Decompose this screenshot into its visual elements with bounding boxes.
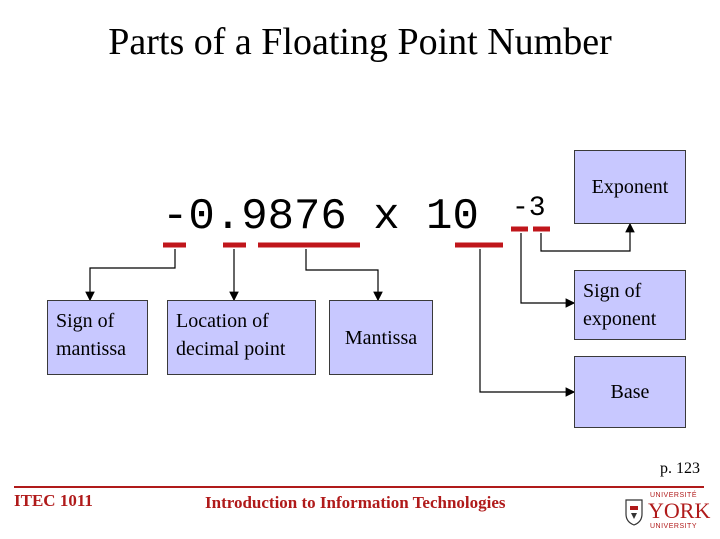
box-exponent-label: Exponent [591,176,669,198]
exponent-superscript: -3 [512,193,546,224]
box-exponent: Exponent [574,150,686,224]
course-title: Introduction to Information Technologies [205,493,506,512]
box-sign-of-exponent: Sign of exponent [574,270,686,340]
course-code: ITEC 1011 [14,491,93,510]
box-mantissa-label: Mantissa [344,326,418,349]
footer-divider [14,486,704,488]
connector-sign-of-exponent [520,233,576,308]
box-decimal-point-line1: Location of [176,310,269,332]
box-sign-of-mantissa-line1: Sign of [56,310,115,332]
box-location-of-decimal-point: Location of decimal point [167,300,316,375]
box-sign-of-exponent-line1: Sign of [583,280,642,302]
connector-base [479,249,576,397]
box-sign-of-exponent-line2: exponent [583,308,657,330]
connector-mantissa [305,249,383,302]
logo-york: YORK [648,498,711,523]
box-sign-of-mantissa-line2: mantissa [56,338,126,360]
box-base-label: Base [610,381,650,403]
page-number: p. 123 [660,460,700,477]
connector-exponent [540,222,635,252]
box-decimal-point-line2: decimal point [176,338,286,360]
crest-icon [625,499,643,526]
logo-university: UNIVERSITY [650,523,698,530]
connector-sign-of-mantissa [85,249,176,302]
logo-universite: UNIVERSITÉ [650,492,698,499]
slide-title: Parts of a Floating Point Number [108,21,612,63]
box-mantissa: Mantissa [329,300,433,375]
york-university-logo: UNIVERSITÉ YORK UNIVERSITY [622,490,712,536]
box-base: Base [574,356,686,428]
floating-point-expression: -0.9876 x 10 [162,192,479,242]
box-sign-of-mantissa: Sign of mantissa [47,300,148,375]
